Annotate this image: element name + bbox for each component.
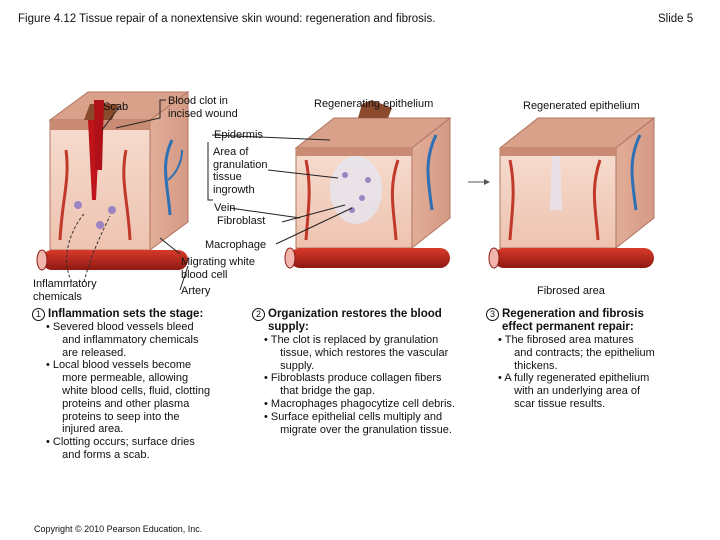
step-2-bullet: • The clot is replaced by granulation ti… bbox=[264, 334, 449, 372]
step-3-number: 3 bbox=[486, 308, 499, 321]
skin-block-2 bbox=[284, 100, 452, 269]
step-1-bullet: • Severed blood vessels bleed and inflam… bbox=[46, 321, 199, 359]
step-1-number: 1 bbox=[32, 308, 45, 321]
slide-number: Slide 5 bbox=[658, 13, 694, 25]
figure-title: Figure 4.12 Tissue repair of a nonextens… bbox=[18, 13, 436, 25]
step-1-bullet: • Clotting occurs; surface dries and for… bbox=[46, 436, 195, 461]
step-2-bullet: • Macrophages phagocytize cell debris. bbox=[264, 397, 455, 410]
label-vein: Vein bbox=[214, 202, 236, 214]
skin-block-1 bbox=[36, 91, 190, 271]
label-regenerated-epithelium: Regenerated epithelium bbox=[523, 100, 640, 112]
step-3-bullet: • The fibrosed area matures and contract… bbox=[498, 334, 655, 372]
label-epidermis: Epidermis bbox=[214, 129, 263, 141]
step-3-bullet: • A fully regenerated epithelium with an… bbox=[498, 372, 650, 410]
step-2-bullet: • Fibroblasts produce collagen fibers th… bbox=[264, 372, 442, 398]
step-2-bullet: • Surface epithelial cells multiply and … bbox=[264, 410, 452, 436]
copyright: Copyright © 2010 Pearson Education, Inc. bbox=[34, 524, 203, 534]
label-fibroblast: Fibroblast bbox=[217, 215, 266, 227]
label-artery: Artery bbox=[181, 285, 211, 297]
skin-block-3 bbox=[488, 116, 656, 269]
label-fibrosed-area: Fibrosed area bbox=[537, 285, 605, 297]
label-scab: Scab bbox=[103, 101, 129, 113]
leader-lines bbox=[101, 99, 353, 291]
label-macrophage: Macrophage bbox=[205, 239, 267, 251]
step-1-bullet: • Local blood vessels become more permea… bbox=[46, 359, 211, 436]
step-2-number: 2 bbox=[252, 308, 265, 321]
label-regenerating-epithelium: Regenerating epithelium bbox=[314, 98, 434, 110]
